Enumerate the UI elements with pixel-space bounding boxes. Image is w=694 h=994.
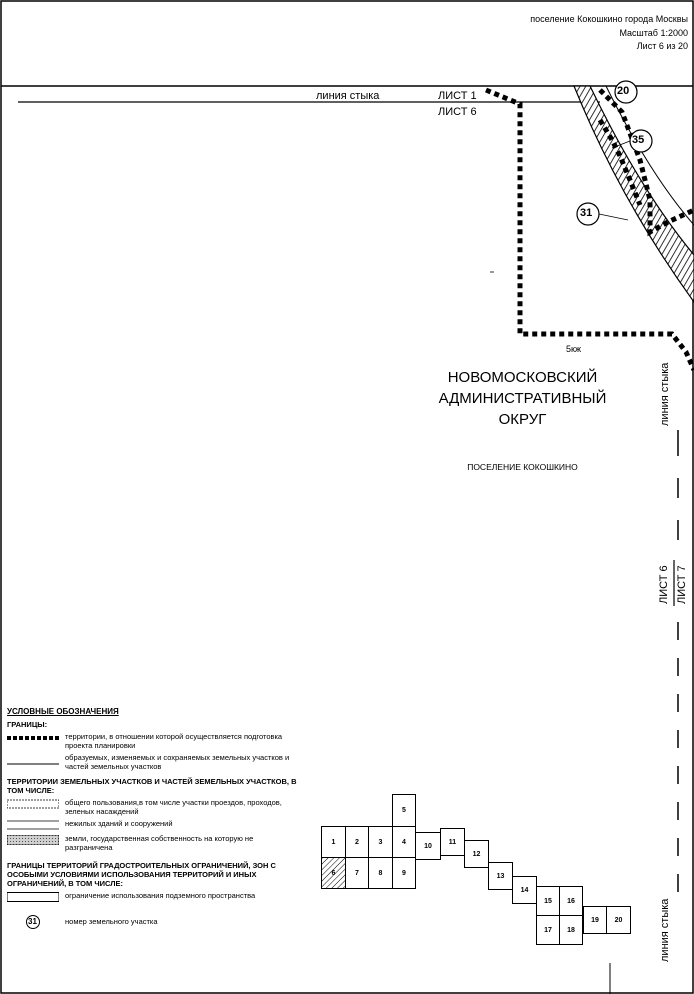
parcel-circle-20 [614,80,638,104]
legend-row-underground: ограничение использования подземного про… [7,891,299,903]
parcel-number-20: 20 [617,85,630,97]
joint-line-label-top: линия стыка [316,90,380,102]
sheet-cell-13[interactable]: 13 [488,862,513,890]
sheet-cell-6[interactable]: 6 [321,857,346,889]
legend-territories-heading: ТЕРРИТОРИИ ЗЕМЕЛЬНЫХ УЧАСТКОВ И ЧАСТЕЙ З… [7,777,297,795]
legend-parcel-number-text: номер земельного участка [65,917,158,926]
parcel-leader-35 [611,140,631,149]
state-land-symbol [7,835,59,845]
district-title-3: ОКРУГ [498,411,547,428]
legend-borders-heading: ГРАНИЦЫ: [7,720,48,729]
legend-underground-text: ограничение использования подземного про… [65,891,256,900]
nonresidential-symbol [7,820,59,830]
sheet-cell-12[interactable]: 12 [464,840,489,868]
sheet-cell-11[interactable]: 11 [440,828,465,856]
legend-row-state: земли, государственная собственность на … [7,834,299,852]
legend-parcels-text: образуемых, изменяемых и сохраняемых зем… [65,753,290,771]
district-title-1: НОВОМОСКОВСКИЙ [447,369,598,386]
public-use-symbol [7,799,59,809]
header-sheet-number: Лист 6 из 20 [636,41,688,51]
parcel-leader-31 [598,213,629,221]
legend-row-nonresidential: нежилых зданий и сооружений [7,819,299,831]
sheet-cell-20[interactable]: 20 [606,906,631,934]
parcel-number-35: 35 [632,134,645,146]
zone-label: 5кж [566,344,581,354]
sheet-cell-17[interactable]: 17 [536,915,560,945]
legend-nonresidential-text: нежилых зданий и сооружений [65,819,173,828]
legend-public-text: общего пользования,в том числе участки п… [65,798,282,816]
settlement-label: ПОСЕЛЕНИЕ КОКОШКИНО [467,462,578,472]
sheet-cell-16[interactable]: 16 [559,886,583,916]
district-title-2: АДМИНИСТРАТИВНЫЙ [438,390,607,407]
planning-boundary [485,87,694,372]
sheet-cell-10[interactable]: 10 [415,832,441,860]
legend-row-planning: территории, в отношении которой осуществ… [7,732,299,750]
current-sheet-hatch [322,858,345,888]
sheet-6-right-label: ЛИСТ 6 [658,565,670,604]
legend-row-parcel-number: 31 номер земельного участка [7,915,299,929]
joint-line-label-bottom: линия стыка [659,898,671,962]
sheet-cell-15[interactable]: 15 [536,886,560,916]
sheet-cell-4[interactable]: 4 [392,826,416,858]
sheet-cell-14[interactable]: 14 [512,876,537,904]
sheet-cell-9[interactable]: 9 [392,857,416,889]
parcel-number-symbol [26,915,40,929]
header-scale: Масштаб 1:2000 [619,28,688,38]
sheet-cell-7[interactable]: 7 [345,857,369,889]
sheet-cell-5[interactable]: 5 [392,794,416,827]
sheet-cell-2[interactable]: 2 [345,826,369,858]
sheet-cell-8[interactable]: 8 [368,857,393,889]
planning-boundary-symbol [7,736,59,740]
legend-state-text: земли, государственная собственность на … [65,834,254,852]
sheet-6-label: ЛИСТ 6 [438,106,477,118]
parcel-number-31: 31 [580,207,593,219]
sheet-cell-18[interactable]: 18 [559,915,583,945]
sheet-7-right-label: ЛИСТ 7 [676,565,688,604]
sheet-cell-3[interactable]: 3 [368,826,393,858]
sheet-1-label: ЛИСТ 1 [438,90,477,102]
legend-row-parcels: образуемых, изменяемых и сохраняемых зем… [7,753,299,771]
joint-line-label-right: линия стыка [659,362,671,426]
parcel-boundary-symbol [7,763,59,765]
sheet-cell-1[interactable]: 1 [321,826,346,858]
legend-parcel-sample: 31 [28,917,37,926]
sheet-cell-19[interactable]: 19 [583,906,607,934]
legend-row-public: общего пользования,в том числе участки п… [7,798,299,816]
legend-planning-text: территории, в отношении которой осуществ… [65,732,283,750]
underground-symbol [7,892,59,902]
legend: УСЛОВНЫЕ ОБОЗНАЧЕНИЯ ГРАНИЦЫ: территории… [7,707,299,929]
legend-restrictions-heading: ГРАНИЦЫ ТЕРРИТОРИЙ ГРАДОСТРОИТЕЛЬНЫХ ОГР… [7,861,276,888]
header-settlement: поселение Кокошкино города Москвы [530,14,688,24]
legend-title: УСЛОВНЫЕ ОБОЗНАЧЕНИЯ [7,707,119,716]
